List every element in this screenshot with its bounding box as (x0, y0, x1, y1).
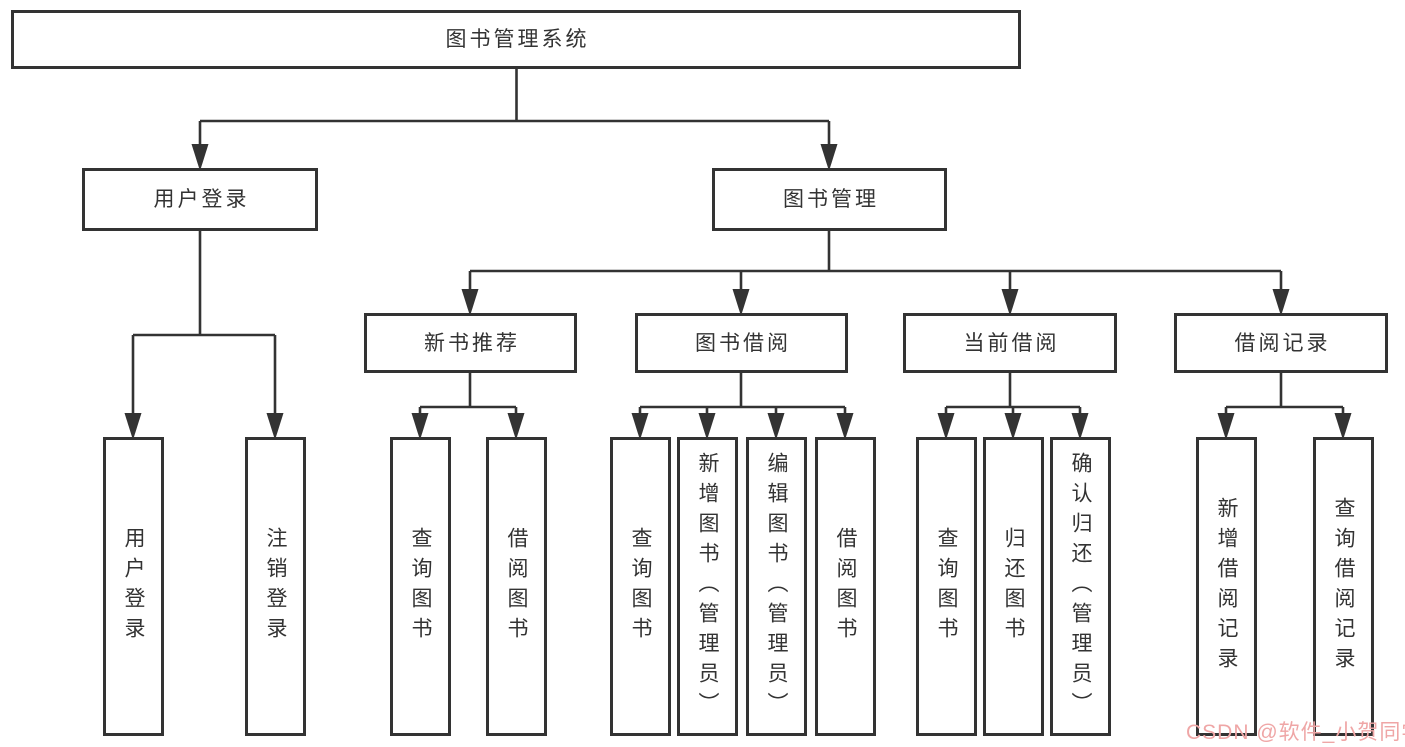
node-label: 图书管理系统 (445, 28, 590, 51)
leaf-add-borrow-record: 新增借阅记录 (1196, 437, 1257, 736)
node-book-management: 图书管理 (712, 168, 947, 231)
leaf-query-books: 查询图书 (916, 437, 977, 736)
node-label: 图书借阅 (695, 331, 791, 355)
leaf-query-borrow-record: 查询借阅记录 (1313, 437, 1374, 736)
node-borrowing-records: 借阅记录 (1174, 313, 1388, 373)
leaf-borrow-books: 借阅图书 (486, 437, 547, 736)
leaf-query-books: 查询图书 (610, 437, 671, 736)
csdn-watermark: CSDN @软件_小贺同学 (1186, 721, 1405, 744)
node-label: 借阅记录 (1234, 331, 1331, 355)
node-label: 查询图书 (409, 526, 432, 647)
node-label: 用户登录 (153, 188, 250, 211)
node-book-borrowing: 图书借阅 (635, 313, 848, 373)
node-label: 新增图书（管理员） (696, 451, 719, 722)
leaf-return-books: 归还图书 (983, 437, 1044, 736)
node-new-book-recommendation: 新书推荐 (364, 313, 577, 373)
node-label: 归还图书 (1002, 526, 1025, 647)
leaf-query-books: 查询图书 (390, 437, 451, 736)
node-label: 注销登录 (264, 526, 287, 647)
node-label: 用户登录 (122, 526, 145, 647)
node-label: 查询图书 (629, 526, 652, 647)
node-library-management-system: 图书管理系统 (11, 10, 1021, 69)
leaf-user-login: 用户登录 (103, 437, 164, 736)
node-label: 新增借阅记录 (1215, 496, 1238, 677)
node-label: 编辑图书（管理员） (765, 451, 788, 722)
node-label: 新书推荐 (424, 331, 520, 355)
node-label: 查询图书 (935, 526, 958, 647)
leaf-add-books-admin: 新增图书（管理员） (677, 437, 738, 736)
node-label: 确认归还（管理员） (1069, 451, 1092, 722)
node-label: 查询借阅记录 (1332, 496, 1355, 677)
leaf-logout: 注销登录 (245, 437, 306, 736)
node-label: 借阅图书 (505, 526, 528, 647)
leaf-edit-books-admin: 编辑图书（管理员） (746, 437, 807, 736)
leaf-confirm-return-admin: 确认归还（管理员） (1050, 437, 1111, 736)
node-current-borrowing: 当前借阅 (903, 313, 1117, 373)
node-label: 图书管理 (783, 188, 879, 211)
node-label: 借阅图书 (834, 526, 857, 647)
node-user-login: 用户登录 (82, 168, 318, 231)
leaf-borrow-books: 借阅图书 (815, 437, 876, 736)
node-label: 当前借阅 (963, 331, 1060, 355)
